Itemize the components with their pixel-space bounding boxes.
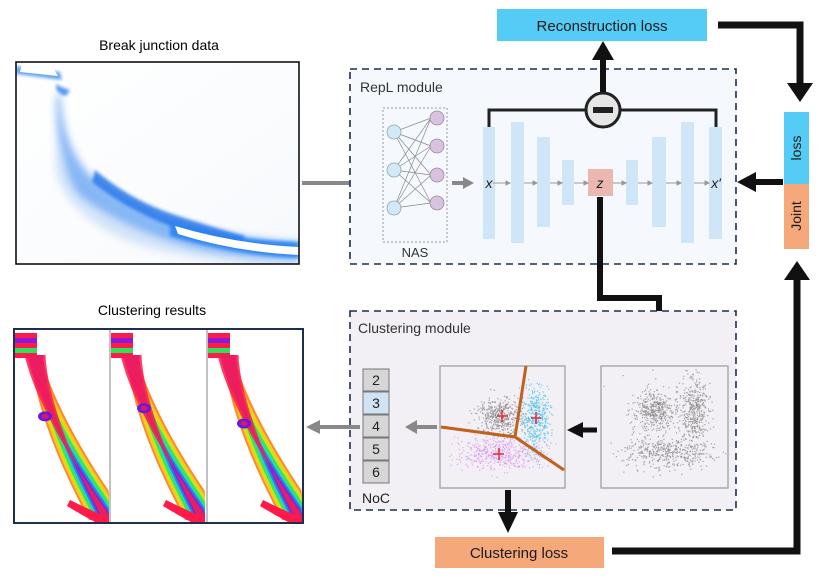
break-junction-title: Break junction data [99,37,219,53]
centroid-markers [493,410,541,460]
output-symbol: x′ [710,175,722,191]
nas-input-node [386,124,402,140]
noc-option-value: 2 [372,372,380,388]
nas-network: NAS [382,107,448,260]
nas-edge [393,131,432,176]
nas-output-node [429,110,445,126]
encoder-layer-2 [511,122,524,243]
nas-edge [393,174,432,209]
result-panel-1 [15,333,110,522]
input-symbol: x [485,175,494,191]
result-panel-3 [208,333,302,522]
nas-input-node [386,200,402,216]
nas-edge [393,169,432,204]
decoder-layer-3 [681,122,694,243]
nas-output-node [429,167,445,183]
encoder-layer-1 [483,127,495,239]
arrow-clustering-to-joint [612,261,810,555]
break-junction-heatmap [15,61,300,265]
clustering-module-label: Clustering module [358,320,471,336]
arrow-joint-to-repl [737,172,783,192]
decoder-layer-2 [652,137,666,227]
encoder-layer-3 [537,137,550,227]
clustering-loss-label: Clustering loss [470,545,568,562]
arrow-nas-to-encoder [452,177,474,189]
noc-option-value: 6 [372,464,380,480]
autoencoder: x z x′ [483,122,722,243]
noc-label: NoC [362,490,390,506]
reconstruction-loss-label: Reconstruction loss [537,18,668,35]
clustering-module: Clustering module [349,310,737,511]
clustering-results-title: Clustering results [98,302,206,318]
nas-output-node [429,195,445,211]
latent-scatter-clustered [439,365,566,489]
clustering-loss-box: Clustering loss [435,537,604,568]
nas-edge [393,145,432,209]
result-panel-2 [111,333,205,522]
noc-option-4[interactable]: 4 [362,414,390,438]
noc-option-value: 5 [372,441,380,457]
noc-option-2[interactable]: 2 [362,368,390,392]
noc-option-3[interactable]: 3 [362,391,390,415]
arrow-raw-to-clustered [567,422,597,438]
encoder-layer-4 [562,160,574,205]
reconstruction-loss-box: Reconstruction loss [497,9,707,41]
arrow-clustered-to-noc [405,420,437,434]
minus-icon [593,107,613,113]
joint-loss-label-bottom: Joint [788,201,804,231]
clustering-results-panels [13,328,304,524]
decoder-layer-4 [709,127,722,239]
repl-module-label: RepL module [360,79,443,95]
joint-loss-box: loss Joint [784,112,809,249]
arrow-reconstruction-to-joint [718,21,813,102]
nas-edge [393,131,432,204]
joint-loss-label-top: loss [788,136,804,161]
noc-selector: 2 3 4 5 6 [362,368,390,484]
noc-option-6[interactable]: 6 [362,460,390,484]
nas-output-node [429,138,445,154]
nas-edge [393,117,432,209]
arrow-noc-to-results [306,420,360,434]
decision-boundaries [440,365,565,472]
nas-input-node [386,162,402,178]
noc-option-value: 3 [372,395,380,411]
noc-option-5[interactable]: 5 [362,437,390,461]
latent-node [588,169,613,196]
repl-module: RepL module NAS [349,68,737,265]
decoder-layer-1 [626,160,638,205]
latent-scatter-raw [600,365,729,489]
nas-label: NAS [402,245,429,260]
subtract-node [487,91,718,129]
arrow-to-reconstruction-loss [592,41,614,92]
arrow-to-clustering-loss [498,490,518,533]
latent-symbol: z [596,175,604,191]
noc-option-value: 4 [372,418,380,434]
nas-edge [393,117,432,171]
